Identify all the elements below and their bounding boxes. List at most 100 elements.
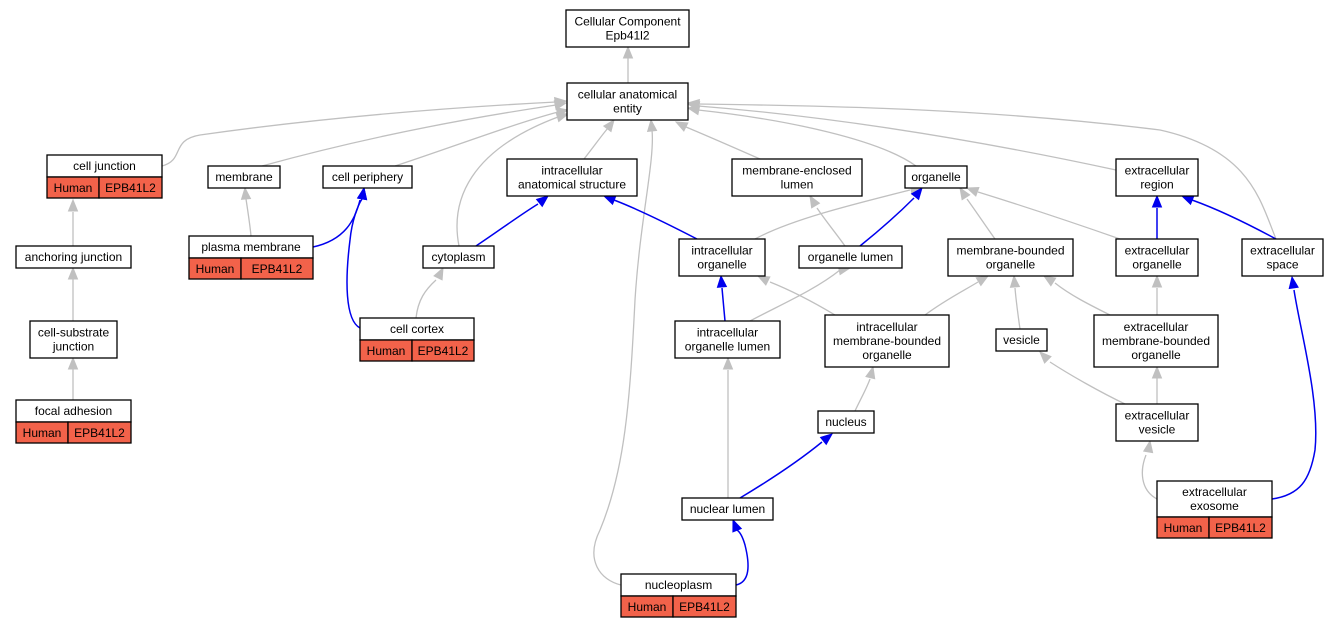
edge-line xyxy=(456,116,559,247)
arrowhead-icon xyxy=(433,266,444,281)
edge-line xyxy=(749,269,841,322)
gene-cell xyxy=(240,257,314,280)
node-anchoring[interactable]: anchoring junction xyxy=(15,245,132,269)
species-label: Human xyxy=(23,426,62,440)
node-cytoplasm[interactable]: cytoplasm xyxy=(422,245,495,269)
arrowhead-icon xyxy=(67,266,79,280)
node-box xyxy=(565,9,690,48)
arrowhead-icon xyxy=(809,194,821,209)
edge-line xyxy=(1049,361,1126,405)
edge-nucleoplasm-to-nuclearlumen xyxy=(732,518,749,586)
gene-label: EPB41L2 xyxy=(105,181,156,195)
gene-label: EPB41L2 xyxy=(252,262,303,276)
edge-mbo-to-organelle xyxy=(959,186,996,240)
arrowhead-icon xyxy=(1180,195,1195,206)
node-label: cell junction xyxy=(73,159,136,173)
node-label: anatomical structure xyxy=(518,178,626,192)
edge-line xyxy=(966,198,996,240)
node-cellperiphery[interactable]: cell periphery xyxy=(322,165,413,189)
node-label: intracellular xyxy=(697,326,758,340)
edge-embo-to-extraorganelle xyxy=(1151,274,1163,315)
gene-label: EPB41L2 xyxy=(418,344,469,358)
edge-focaladhesion-to-csj xyxy=(67,356,79,400)
node-label: membrane-enclosed xyxy=(742,164,851,178)
edge-line xyxy=(754,189,911,240)
arrowhead-icon xyxy=(356,186,368,201)
edge-extraorganelle-to-extraregion xyxy=(1151,194,1163,239)
node-box xyxy=(681,497,774,521)
node-nuclearlumen[interactable]: nuclear lumen xyxy=(681,497,774,521)
edge-organellelumen-to-mel xyxy=(809,194,846,247)
node-label: vesicle xyxy=(1139,423,1176,437)
node-label: entity xyxy=(613,102,642,116)
species-label: Human xyxy=(196,262,235,276)
node-label: organelle xyxy=(911,170,961,184)
arrowhead-icon xyxy=(240,186,252,200)
edge-line xyxy=(593,129,654,586)
node-label: anchoring junction xyxy=(25,250,122,264)
edge-line xyxy=(697,109,917,167)
node-nucleus[interactable]: nucleus xyxy=(817,410,875,434)
node-box xyxy=(1115,403,1199,442)
arrowhead-icon xyxy=(535,195,550,208)
edge-csj-to-anchoring xyxy=(67,266,79,321)
arrowhead-icon xyxy=(1288,275,1299,290)
node-box xyxy=(207,165,281,189)
node-label: extracellular xyxy=(1125,164,1190,178)
arrowhead-icon xyxy=(602,195,617,206)
node-label: cell periphery xyxy=(332,170,403,184)
edge-line xyxy=(977,191,1121,240)
node-vesicle[interactable]: vesicle xyxy=(995,328,1048,352)
arrowhead-icon xyxy=(965,187,980,197)
edge-intraorganelle-to-ias xyxy=(602,195,698,240)
node-label: intracellular xyxy=(541,164,602,178)
node-label: organelle lumen xyxy=(808,250,893,264)
node-label: organelle lumen xyxy=(685,340,770,354)
arrowhead-icon xyxy=(553,100,568,111)
node-label: intracellular xyxy=(856,320,917,334)
edge-line xyxy=(245,198,252,237)
arrowhead-icon xyxy=(716,274,728,288)
arrowhead-icon xyxy=(1151,274,1163,288)
node-box xyxy=(817,410,875,434)
node-membrane[interactable]: membrane xyxy=(207,165,281,189)
node-box xyxy=(15,245,132,269)
edge-line xyxy=(613,199,698,240)
edge-iol-to-intraorganelle xyxy=(716,274,728,322)
edge-line xyxy=(1014,287,1021,330)
arrowhead-icon xyxy=(910,186,923,201)
node-label: nucleus xyxy=(825,415,866,429)
edge-line xyxy=(739,441,823,499)
node-organelle[interactable]: organelle xyxy=(904,165,968,189)
node-organellelumen[interactable]: organelle lumen xyxy=(798,245,903,269)
edge-line xyxy=(1271,289,1317,500)
edge-line xyxy=(735,529,749,586)
node-box xyxy=(566,82,689,121)
node-label: membrane-bounded xyxy=(1102,334,1210,348)
edge-line xyxy=(697,103,1277,240)
edge-nuclearlumen-to-iol xyxy=(722,356,734,498)
edge-line xyxy=(685,126,761,160)
gene-cell xyxy=(98,176,163,199)
